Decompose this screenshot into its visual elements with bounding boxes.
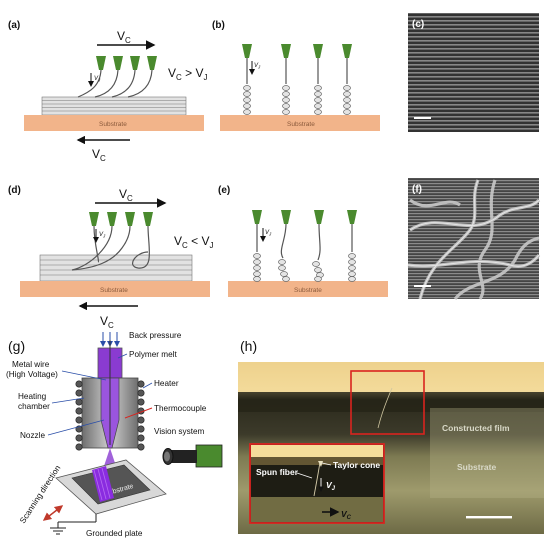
- substrate: [220, 115, 380, 131]
- panel-g: (g) Back pressure Polymer melt Metal wir…: [6, 331, 223, 538]
- substrate: [20, 281, 210, 297]
- leader-line: [51, 397, 85, 404]
- panel-b: (b) Substrate VJ: [212, 20, 380, 131]
- panel-h: (h) Constructed film Substrate Spun fibe…: [238, 338, 544, 534]
- inset-zoom: [249, 443, 385, 524]
- vj-label: VJ: [94, 76, 101, 83]
- vj-label: VJ: [265, 230, 272, 237]
- taylor-cone-label: Taylor cone: [333, 460, 380, 470]
- panel-h-label: (h): [240, 338, 257, 354]
- scan-direction-arrow: [43, 505, 64, 521]
- spun-fiber-label: Spun fiber: [256, 467, 299, 477]
- vc-bottom-label: VC: [92, 147, 106, 163]
- panel-g-label: (g): [8, 338, 25, 354]
- vc-top-label: VC: [117, 29, 131, 45]
- leader-line: [61, 370, 107, 381]
- leader-line: [142, 382, 153, 389]
- nozzle-array: [242, 44, 352, 84]
- vc-top-label: VC: [119, 187, 133, 203]
- panel-f-sem-image: (f): [407, 178, 541, 301]
- metal-wire-label: Metal wire: [12, 360, 50, 369]
- vj-label: VJ: [99, 232, 106, 239]
- panel-b-label: (b): [212, 20, 225, 31]
- grounded-plate-label: Grounded plate: [86, 529, 143, 538]
- vc-label: VC: [341, 509, 352, 521]
- vision-system-label: Vision system: [154, 427, 205, 436]
- high-voltage-label: (High Voltage): [6, 370, 58, 379]
- substrate-label: Substrate: [457, 462, 496, 472]
- panel-c-label: (c): [412, 19, 424, 30]
- substrate: [24, 115, 204, 131]
- scale-bar: [414, 285, 431, 287]
- scale-bar: [466, 516, 512, 519]
- heating-chamber-label: Heating: [18, 392, 47, 401]
- panel-e-label: (e): [218, 185, 230, 196]
- substrate-label: Substrate: [294, 287, 322, 294]
- leader-line: [117, 353, 128, 359]
- substrate: [228, 281, 388, 297]
- dark-band: [238, 392, 544, 412]
- highlight-box: [350, 370, 425, 435]
- heating-chamber-label-2: chamber: [18, 402, 50, 411]
- ground-icon: [50, 527, 66, 535]
- nozzle-array: [71, 212, 153, 271]
- nozzle-array: [77, 56, 157, 98]
- leader-line: [296, 472, 313, 479]
- substrate-label: Substrate: [100, 287, 128, 294]
- nozzle-array: [252, 210, 357, 261]
- thermocouple-wire: [124, 407, 153, 419]
- coiled-fibers: [243, 85, 351, 115]
- condition-label: VC > VJ: [168, 66, 207, 82]
- vj-label: VJ: [254, 63, 261, 70]
- panel-a-label: (a): [8, 20, 20, 31]
- heater-label: Heater: [154, 379, 179, 388]
- panel-d-label: (d): [8, 185, 21, 196]
- leader-line: [47, 419, 105, 436]
- polymer-melt-label: Polymer melt: [129, 350, 177, 359]
- leader-line: [321, 462, 332, 466]
- deposited-fiber-stack: [39, 254, 193, 282]
- taylor-cone: [104, 448, 116, 466]
- fiber-stripes: [93, 467, 111, 501]
- glow-region: [238, 362, 544, 392]
- deposited-fiber-stack: [41, 96, 187, 116]
- camera-icon: [162, 444, 223, 468]
- panel-d: (d) VC VC < VJ Substrate VJ VC: [8, 185, 213, 330]
- scale-bar: [414, 117, 431, 119]
- scanning-direction-label: Scanning direction: [18, 463, 62, 525]
- constructed-film-label: Constructed film: [442, 423, 510, 433]
- back-pressure-label: Back pressure: [129, 331, 182, 340]
- condition-label: VC < VJ: [174, 234, 213, 250]
- fiber-trace: [377, 387, 393, 429]
- panel-c-sem-image: (c): [408, 13, 539, 132]
- thermocouple-label: Thermocouple: [154, 404, 207, 413]
- panel-e: (e) Substrate VJ: [218, 185, 388, 297]
- substrate-label: Substrate: [99, 121, 127, 128]
- coiled-fibers: [253, 253, 356, 282]
- panel-f-label: (f): [412, 184, 422, 195]
- nozzle-label: Nozzle: [20, 431, 45, 440]
- vc-bottom-label: VC: [100, 314, 114, 330]
- vj-label: VJ: [326, 480, 336, 492]
- constructed-film-region: [430, 408, 544, 498]
- panel-a: (a) VC VC > VJ Substrate VJ: [8, 20, 207, 163]
- substrate-label: Substrate: [287, 121, 315, 128]
